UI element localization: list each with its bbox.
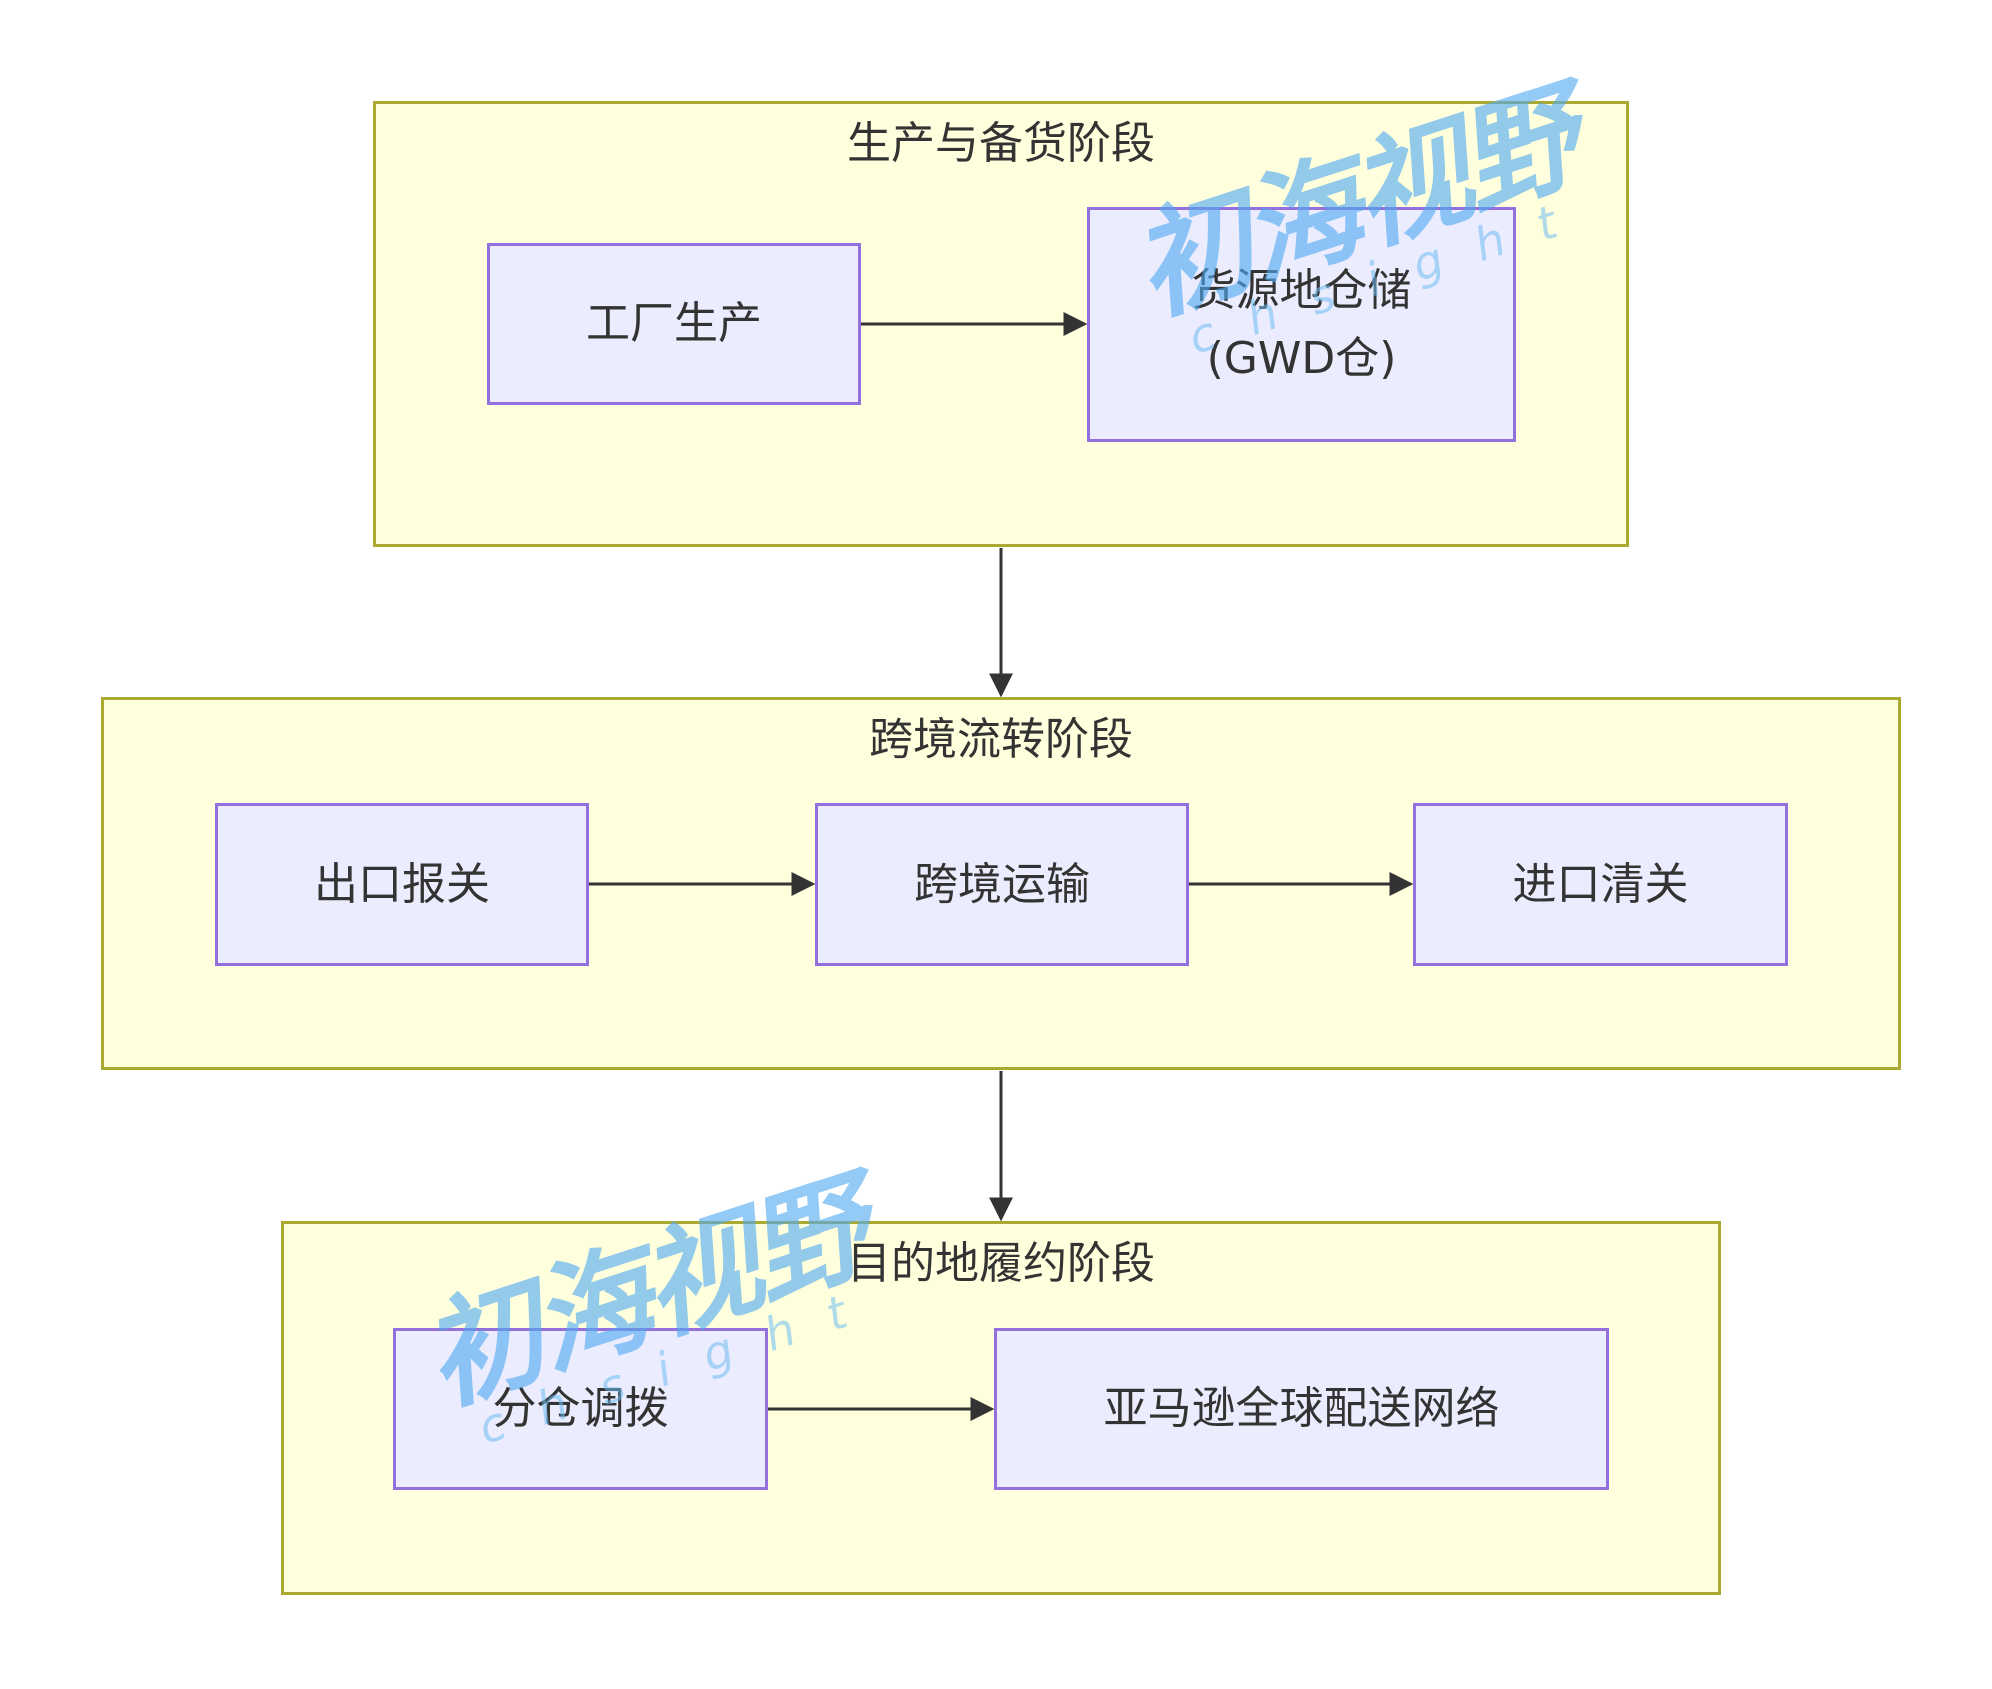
node-label: 工厂生产 xyxy=(586,298,762,349)
node-label: 分仓调拨 xyxy=(492,1383,669,1434)
node-factory-production[interactable]: 工厂生产 xyxy=(487,243,861,405)
node-export-customs[interactable]: 出口报关 xyxy=(215,803,589,966)
node-label: 出口报关 xyxy=(314,858,490,910)
node-amazon-network[interactable]: 亚马逊全球配送网络 xyxy=(994,1328,1609,1490)
node-import-clearance[interactable]: 进口清关 xyxy=(1413,803,1788,966)
node-label: 亚马逊全球配送网络 xyxy=(1103,1383,1500,1434)
node-origin-warehouse[interactable]: 货源地仓储 (GWD仓) xyxy=(1087,207,1516,442)
node-crossborder-transport[interactable]: 跨境运输 xyxy=(815,803,1189,966)
stage-title: 生产与备货阶段 xyxy=(847,118,1155,169)
node-label: 跨境运输 xyxy=(914,858,1090,910)
node-label-line: 货源地仓储 xyxy=(1191,264,1412,316)
stage-title: 目的地履约阶段 xyxy=(847,1238,1155,1289)
node-warehouse-allocation[interactable]: 分仓调拨 xyxy=(393,1328,768,1490)
node-label-line: (GWD仓) xyxy=(1206,332,1397,384)
stage-title: 跨境流转阶段 xyxy=(869,714,1133,765)
node-label: 货源地仓储 (GWD仓) xyxy=(1192,257,1412,393)
node-label: 进口清关 xyxy=(1512,858,1689,910)
